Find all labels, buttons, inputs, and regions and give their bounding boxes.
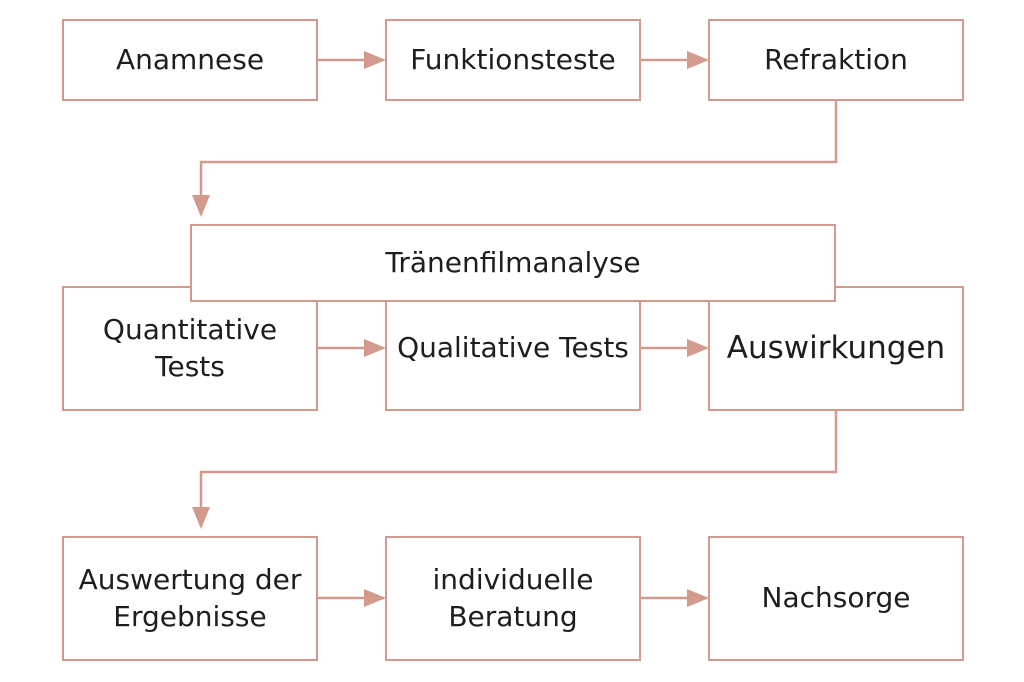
arrow-refraktion-to-traenenfilmanalyse: [192, 101, 838, 217]
box-quantitative-tests-label: Quantitative Tests: [102, 313, 278, 383]
box-quantitative-tests: Quantitative Tests: [62, 286, 318, 411]
box-traenenfilmanalyse: Tränenfilmanalyse: [190, 224, 836, 302]
box-beratung: individuelle Beratung: [385, 536, 641, 661]
box-auswirkungen: Auswirkungen: [708, 286, 964, 411]
arrow-auswirkungen-to-auswertung: [192, 411, 838, 529]
box-anamnese: Anamnese: [62, 19, 318, 101]
box-auswirkungen-label: Auswirkungen: [726, 330, 946, 367]
box-qualitative-tests-label: Qualitative Tests: [397, 331, 629, 365]
box-nachsorge-label: Nachsorge: [761, 581, 911, 615]
box-funktionsteste-label: Funktionsteste: [410, 42, 616, 76]
box-beratung-label: individuelle Beratung: [432, 563, 594, 633]
box-refraktion: Refraktion: [708, 19, 964, 101]
box-funktionsteste: Funktionsteste: [385, 19, 641, 101]
box-auswertung-label: Auswertung der Ergebnisse: [78, 563, 302, 633]
box-qualitative-tests: Qualitative Tests: [385, 286, 641, 411]
box-refraktion-label: Refraktion: [764, 42, 908, 76]
box-auswertung: Auswertung der Ergebnisse: [62, 536, 318, 661]
box-anamnese-label: Anamnese: [115, 42, 265, 76]
box-nachsorge: Nachsorge: [708, 536, 964, 661]
box-traenenfilmanalyse-label: Tränenfilmanalyse: [385, 245, 641, 279]
